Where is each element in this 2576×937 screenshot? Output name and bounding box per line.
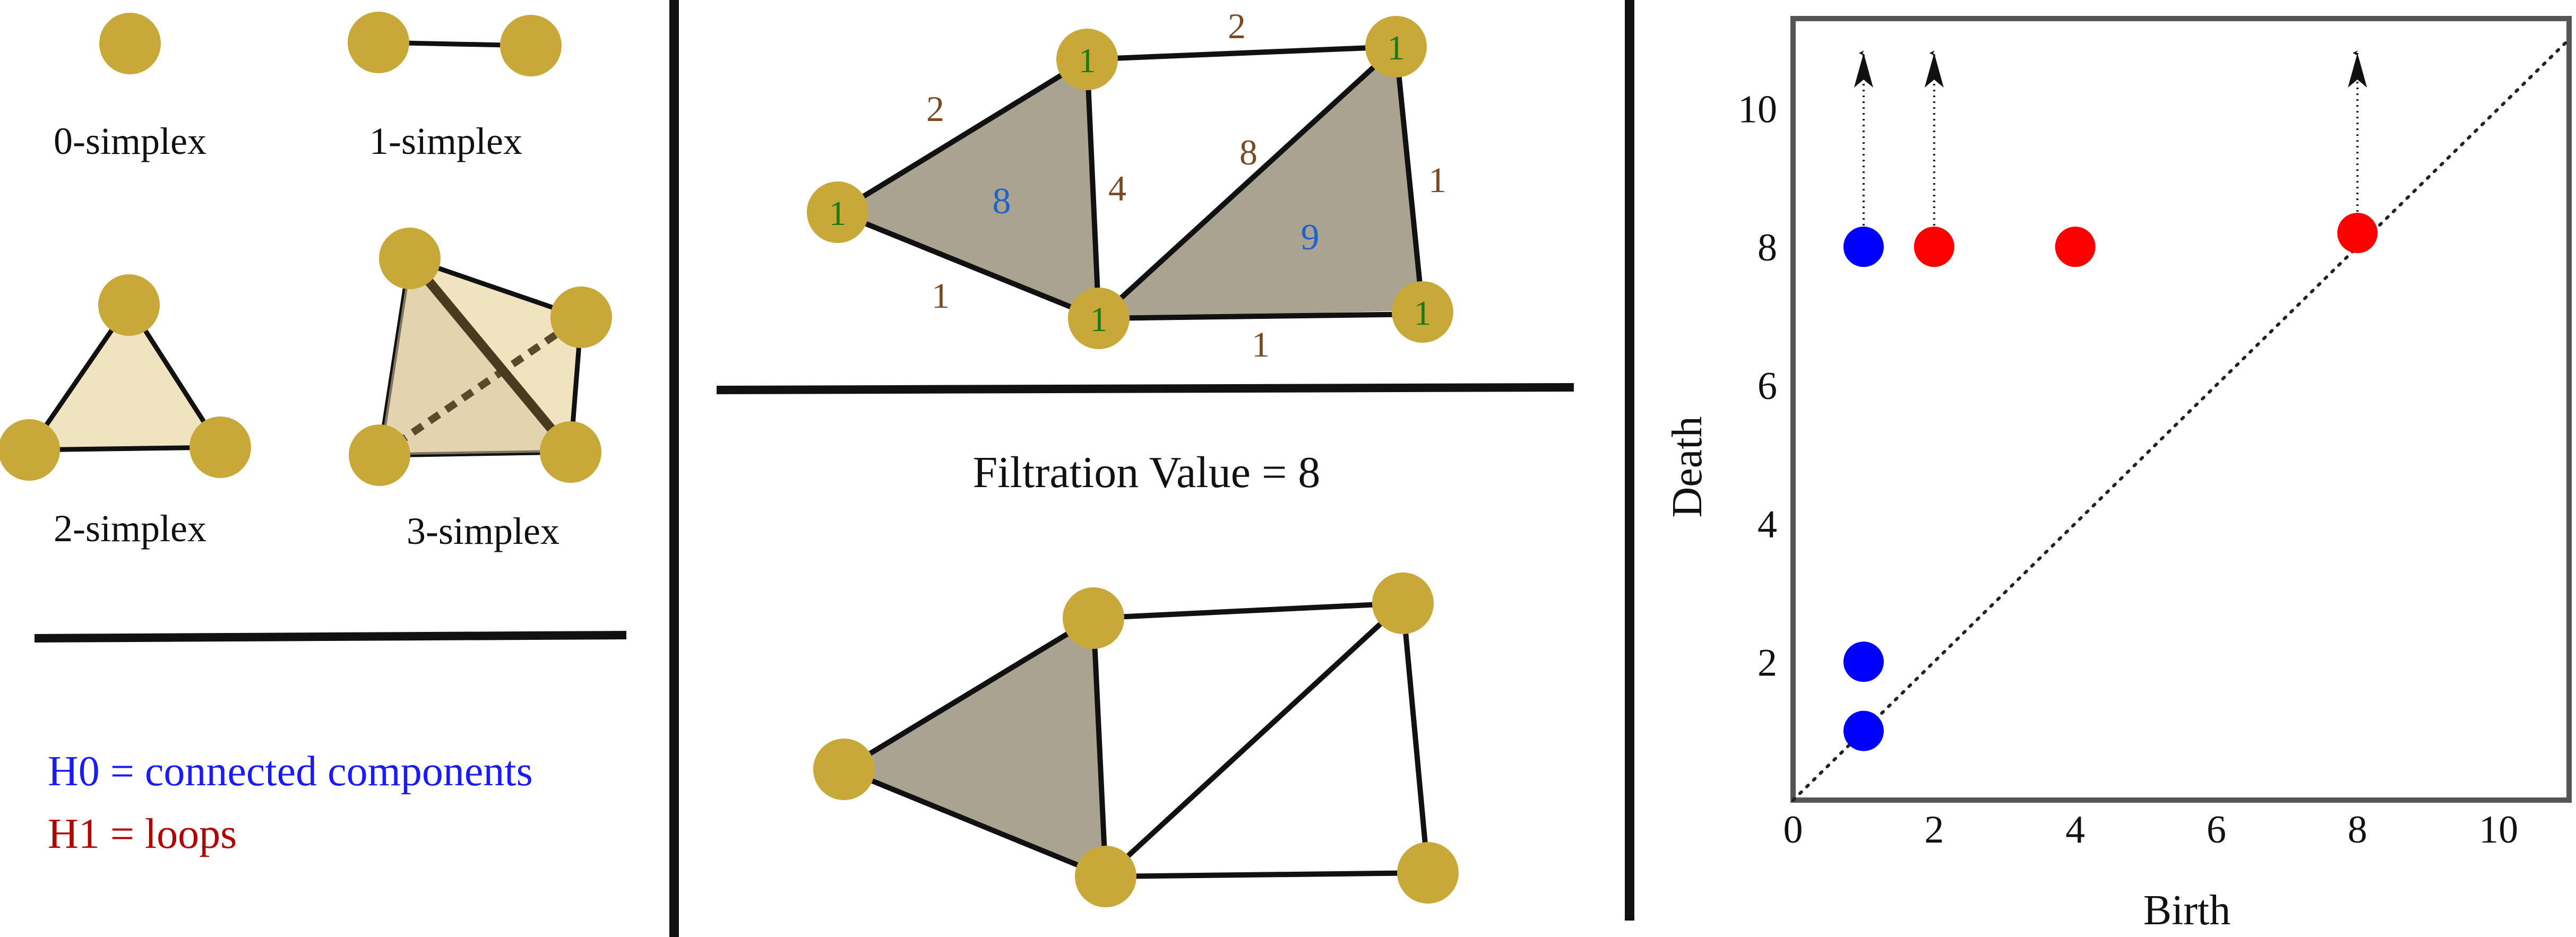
- node-bottom-right: [1392, 281, 1453, 343]
- simplex2-face: [24, 300, 225, 453]
- diagonal-line: [1791, 38, 2571, 802]
- x-tick-labels: 0 2 4 6 8 10: [1784, 808, 2519, 852]
- edge-vertical: [1084, 59, 1101, 319]
- filtration-complex: [813, 572, 1459, 907]
- simplex1-vertex-a: [348, 12, 409, 73]
- face-label-right: 9: [1301, 217, 1320, 258]
- edge-left-top: [836, 57, 1089, 215]
- simplex0-label: 0-simplex: [54, 120, 206, 162]
- filt-face-left: [844, 618, 1106, 877]
- filt-edge-bottom: [1105, 870, 1428, 879]
- arrow-head: [1924, 53, 1944, 88]
- node-top-right: [1365, 16, 1427, 77]
- x-tick-label: 0: [1784, 808, 1803, 852]
- divider-middle-horizontal: [716, 383, 1574, 394]
- edge-label-left-top: 2: [926, 89, 944, 129]
- node-label-left: 1: [829, 194, 847, 233]
- face-left: [838, 59, 1099, 318]
- simplex3-vertex-top: [379, 228, 441, 289]
- y-tick-label: 10: [1738, 88, 1777, 131]
- simplex3-vertex-right: [550, 287, 612, 348]
- plot-frame: [1790, 16, 2572, 803]
- h1-point: [1914, 227, 1954, 267]
- edge-left-bottom: [837, 210, 1100, 321]
- simplex0-vertex: [99, 13, 161, 74]
- filt-node-bottom-mid: [1075, 846, 1136, 907]
- weighted-complex: 1 1 1 1 1 2 2 4 8 1 1 1 8 9: [807, 6, 1453, 365]
- y-tick-labels: 2 4 6 8 10: [1738, 88, 1777, 684]
- filt-edge-left-bottom: [843, 767, 1107, 879]
- simplex1-vertex-b: [500, 15, 562, 76]
- edge-right: [1393, 46, 1425, 311]
- filt-edge-left-top: [842, 615, 1095, 772]
- simplex3-label: 3-simplex: [407, 510, 559, 552]
- filt-edge-right: [1400, 603, 1431, 873]
- simplex3-hidden-edge: [377, 314, 583, 458]
- x-tick-label: 4: [2065, 808, 2085, 852]
- y-tick-label: 8: [1757, 226, 1777, 270]
- edge-bottom: [1098, 311, 1423, 321]
- face-right: [1099, 47, 1423, 318]
- edge-label-bottom: 1: [1252, 324, 1270, 365]
- simplex3-front-edge: [406, 255, 574, 455]
- x-tick-label: 10: [2479, 808, 2518, 852]
- simplex3-vertex-bottom-right: [540, 421, 601, 483]
- h0-point: [1843, 641, 1884, 682]
- persistence-diagram: 0 2 4 6 8 10 2 4 6 8 10 Birth Death: [1664, 16, 2572, 934]
- filtration-value-label: Filtration Value = 8: [973, 448, 1321, 497]
- arrow-head: [2348, 53, 2367, 88]
- infinity-arrows: [1854, 50, 2367, 226]
- y-tick-label: 2: [1757, 641, 1777, 684]
- filt-node-left: [813, 739, 875, 800]
- node-label-top-right: 1: [1388, 29, 1405, 67]
- edge-label-vertical: 4: [1108, 168, 1126, 209]
- y-axis-label: Death: [1664, 416, 1711, 517]
- filt-edge-top: [1093, 601, 1403, 621]
- diagram-points: [1843, 213, 2378, 751]
- simplex2-vertex-right: [189, 417, 251, 478]
- arrow-head: [1854, 53, 1873, 88]
- edge-label-right: 1: [1428, 160, 1446, 200]
- legend-h0: H0 = connected components: [48, 748, 533, 795]
- x-tick-label: 2: [1924, 808, 1944, 852]
- node-bottom-mid: [1068, 288, 1130, 349]
- simplex2-label: 2-simplex: [54, 507, 206, 550]
- h1-point: [2055, 227, 2096, 267]
- filt-edge-diagonal: [1104, 601, 1405, 879]
- edge-top: [1087, 44, 1397, 62]
- filt-edge-vertical: [1091, 618, 1108, 877]
- filt-node-top-right: [1372, 572, 1434, 634]
- simplex3-vertex-bottom-left: [349, 424, 410, 486]
- simplex2-vertex-left: [0, 419, 60, 481]
- x-tick-label: 8: [2348, 808, 2367, 852]
- node-label-bottom-right: 1: [1414, 294, 1432, 333]
- face-label-left: 8: [993, 181, 1011, 222]
- node-left: [807, 181, 868, 243]
- x-tick-label: 6: [2207, 808, 2226, 852]
- h0-point: [1843, 227, 1884, 267]
- y-tick-label: 4: [1757, 503, 1777, 546]
- h1-point: [2337, 213, 2378, 254]
- divider-left-horizontal: [34, 631, 627, 643]
- node-label-bottom-mid: 1: [1090, 300, 1108, 339]
- filt-node-top-mid: [1063, 587, 1124, 649]
- homology-legend: H0 = connected components H1 = loops: [48, 748, 533, 857]
- edge-label-diagonal: 8: [1239, 132, 1257, 172]
- node-top-mid: [1056, 29, 1118, 90]
- simplex2-vertex-top: [98, 274, 160, 336]
- simplex1-label: 1-simplex: [369, 120, 522, 162]
- node-label-top-mid: 1: [1079, 41, 1096, 80]
- edge-diagonal: [1097, 45, 1398, 320]
- y-tick-label: 6: [1757, 365, 1777, 408]
- h0-point: [1843, 710, 1884, 751]
- simplex-examples: 0-simplex 1-simplex 2-simplex 3-simplex: [0, 12, 612, 552]
- simplex3-face-shade: [380, 258, 571, 455]
- legend-h1: H1 = loops: [48, 811, 237, 857]
- edge-label-left-bottom: 1: [932, 275, 950, 316]
- filt-node-bottom-right: [1397, 842, 1459, 904]
- edge-label-top: 2: [1228, 6, 1246, 46]
- x-axis-label: Birth: [2143, 887, 2230, 934]
